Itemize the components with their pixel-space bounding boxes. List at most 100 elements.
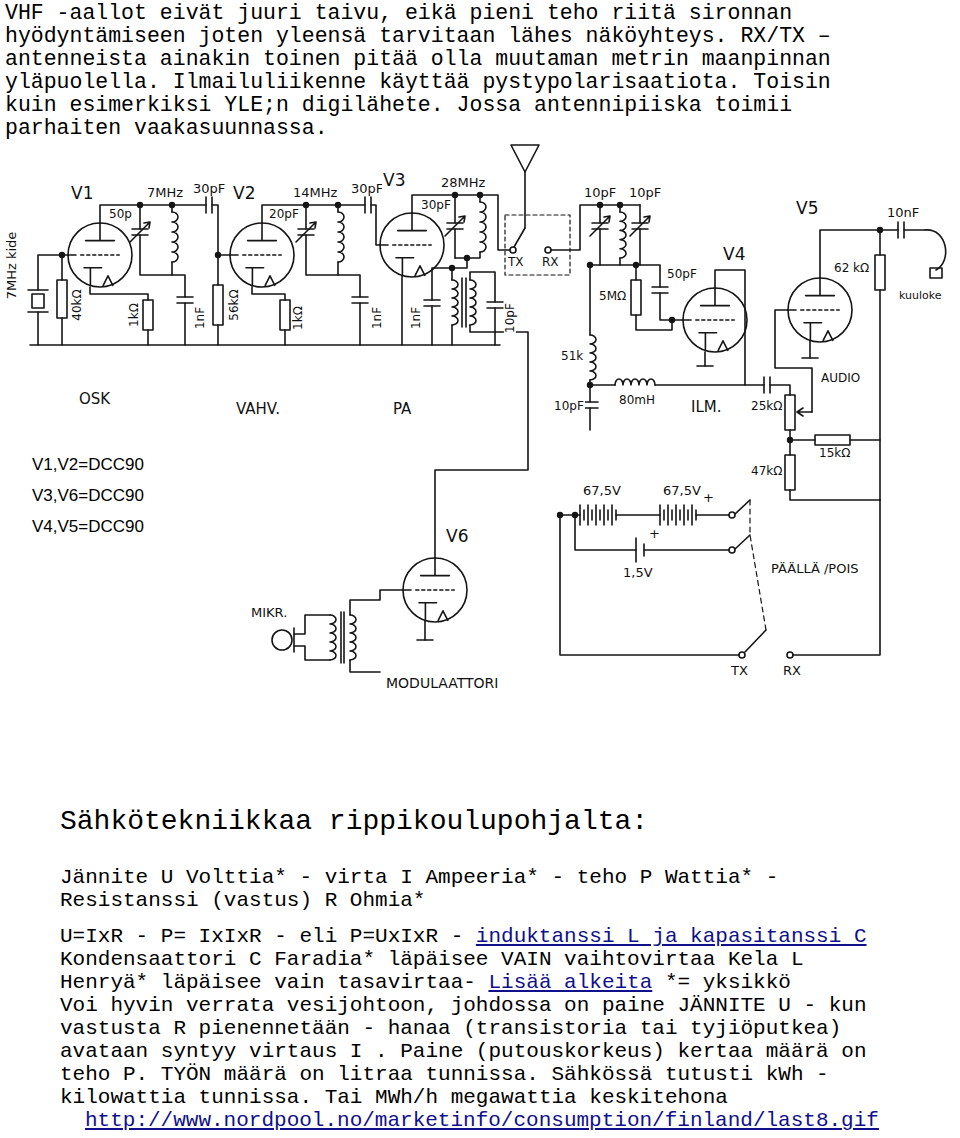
switch-label: RX	[782, 664, 802, 677]
wire	[100, 205, 206, 223]
junction-dot	[465, 256, 470, 261]
microphone-symbol	[272, 630, 292, 650]
junction-dot	[558, 513, 563, 518]
wire	[359, 303, 361, 345]
wire	[639, 229, 641, 265]
voltage-label: 67,5V	[662, 484, 702, 497]
tube-envelope	[788, 278, 852, 342]
tube-cathode	[396, 258, 414, 276]
ground-bar	[802, 357, 818, 359]
junction-dot	[618, 203, 623, 208]
wire	[514, 228, 525, 247]
capacitor-symbol	[424, 300, 440, 306]
resistor-symbol	[280, 300, 290, 330]
text-line: Henryä* läpäisee vain tasavirtaa-	[60, 971, 476, 994]
junction-dot	[216, 253, 221, 258]
text-row: Resistanssi (vastus) R Ohmia*	[60, 889, 425, 912]
wire	[599, 229, 601, 265]
component-value: 40kΩ	[71, 288, 83, 321]
tube-label: V4	[722, 246, 746, 263]
wire	[217, 325, 219, 345]
paragraph: VHF -aallot eivät juuri taivu, eikä pien…	[5, 2, 869, 140]
antenna-symbol	[511, 145, 539, 172]
coil-symbol	[615, 379, 655, 385]
battery-symbol	[636, 538, 644, 562]
wire	[589, 408, 591, 430]
component-value: 56kΩ	[228, 288, 240, 321]
coil-symbol	[330, 615, 336, 660]
tube-label: V3	[382, 172, 406, 189]
text-row: kilowattia tunnissa. Tai MWh/h megawatti…	[60, 1086, 728, 1109]
wire	[575, 515, 636, 550]
text-line: avataan syntyy virtaus I . Paine (putous…	[60, 1040, 867, 1063]
battery-symbol	[660, 505, 696, 525]
tube-plate	[806, 278, 835, 296]
wire	[775, 310, 812, 412]
wire	[590, 384, 615, 386]
wire	[524, 172, 526, 228]
tube-cathode	[804, 323, 822, 341]
switch-contact	[787, 652, 793, 658]
capacitor-symbol	[898, 222, 904, 238]
wire	[660, 293, 683, 320]
wire	[451, 325, 453, 345]
tube-grid	[81, 254, 119, 256]
wire	[431, 306, 433, 345]
text-line: *= yksikkö	[665, 971, 791, 994]
text-row: avataan syntyy virtaus I . Paine (putous…	[60, 1040, 867, 1063]
voltage-label: 1,5V	[622, 566, 654, 579]
capacitor-symbol	[365, 197, 371, 213]
tube-heater	[718, 341, 728, 351]
wire	[350, 660, 380, 672]
wire	[294, 615, 330, 634]
resistor-symbol	[875, 255, 885, 290]
component-value: 47kΩ	[750, 465, 783, 477]
tube-type-note: V3,V6=DCC90	[32, 487, 144, 504]
component-value: 1nF	[371, 306, 383, 330]
coil-symbol	[452, 280, 458, 325]
switch-label: PÄÄLLÄ /POIS	[770, 562, 860, 575]
switch-contact	[729, 512, 735, 518]
component-value: 20pF	[268, 208, 300, 220]
junction-dot	[450, 266, 455, 271]
component-value: 1nF	[194, 306, 206, 330]
wire	[735, 535, 750, 549]
tube-grid	[416, 589, 454, 591]
switch-linkage	[750, 500, 766, 630]
wire	[140, 235, 172, 275]
capacitor-symbol	[487, 302, 503, 308]
tube-grid	[393, 244, 431, 246]
component-value: 10nF	[886, 206, 920, 219]
hyperlink: http://www.nordpool.no/marketinfo/consum…	[85, 1109, 879, 1132]
tube-label: V2	[232, 185, 256, 202]
switch-contact	[729, 547, 735, 553]
tube-type-note: V4,V5=DCC90	[32, 518, 144, 535]
tube-envelope	[403, 558, 467, 622]
component-value: 50p	[108, 208, 133, 220]
tube-plate	[421, 558, 450, 576]
component-value: 10pF	[504, 302, 516, 334]
wire	[412, 195, 510, 250]
ground-bar	[417, 639, 433, 641]
coil-symbol	[172, 212, 178, 262]
wire	[212, 205, 218, 285]
component-label: 7MHz kide	[6, 230, 19, 300]
tube-heater	[265, 276, 275, 286]
hyperlink: induktanssi L ja kapasitanssi C	[476, 925, 867, 948]
wire	[90, 287, 148, 300]
text-row: Kondensaattori C Faradia* läpäisee VAIN …	[60, 948, 804, 971]
wire	[850, 439, 880, 441]
wire	[306, 235, 338, 275]
tube-grid-lead	[403, 589, 411, 591]
junction-dot	[588, 383, 593, 388]
resistor-symbol	[815, 435, 850, 445]
switch-label: RX	[541, 256, 560, 268]
wire	[735, 500, 750, 514]
tube-grid-lead	[683, 319, 691, 321]
wire	[432, 268, 452, 300]
component-label: MIKR.	[250, 606, 288, 619]
wire	[879, 230, 881, 255]
wire	[294, 646, 330, 660]
capacitor-symbol	[206, 197, 212, 213]
stage-label: OSK	[78, 392, 111, 407]
